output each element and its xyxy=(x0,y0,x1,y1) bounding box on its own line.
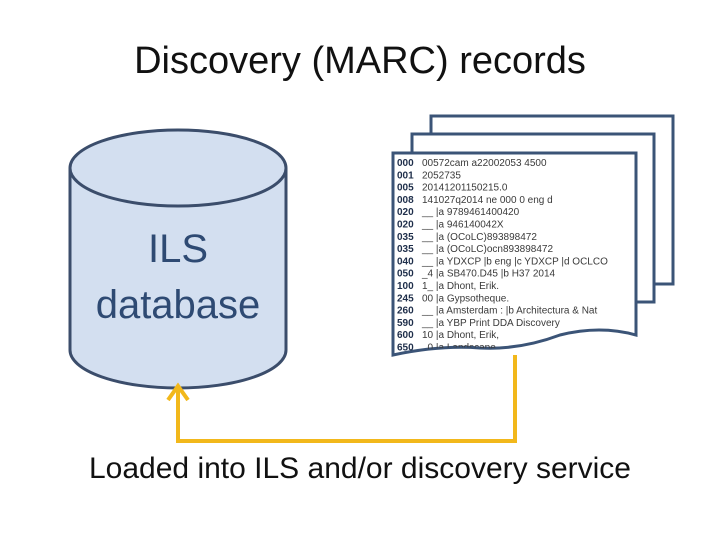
marc-field-tag: 040 xyxy=(397,256,414,267)
marc-field-value: _4 |a SB470.D45 |b H37 2014 xyxy=(421,269,556,280)
marc-field-tag: 590 xyxy=(397,318,414,329)
marc-field-tag: 000 xyxy=(397,158,414,169)
marc-field-value: 10 |a Dhont, Erik, xyxy=(422,330,499,341)
database-label-line1: ILS xyxy=(148,227,208,271)
marc-field-tag: 020 xyxy=(397,220,414,231)
arrow-line xyxy=(176,355,517,443)
marc-field-value: 00572cam a22002053 4500 xyxy=(422,158,547,169)
marc-field-tag: 100 xyxy=(397,281,414,292)
database-label-line2: database xyxy=(96,283,261,327)
marc-field-tag: 035 xyxy=(397,232,414,243)
marc-field-tag: 245 xyxy=(397,293,414,304)
load-arrow xyxy=(166,355,517,443)
marc-field-value: __ |a (OCoLC)893898472 xyxy=(421,232,537,243)
marc-field-value: 1_ |a Dhont, Erik. xyxy=(422,281,499,292)
database-cylinder: ILS database xyxy=(68,128,288,390)
marc-field-value: __ |a 946140042X xyxy=(421,220,504,231)
marc-field-tag: 050 xyxy=(397,269,414,280)
cylinder-top xyxy=(68,128,288,208)
marc-field-value: __ |a YDXCP |b eng |c YDXCP |d OCLCO xyxy=(421,256,608,267)
marc-field-value: 00 |a Gypsotheque. xyxy=(422,293,509,304)
arrow-head xyxy=(166,382,190,402)
marc-field-tag: 600 xyxy=(397,330,414,341)
marc-field-value: 20141201150215.0 xyxy=(422,183,508,194)
marc-field-tag: 260 xyxy=(397,306,414,317)
marc-field-value: __ |a 9789461400420 xyxy=(421,207,520,218)
front-page xyxy=(391,151,638,357)
marc-field-tag: 005 xyxy=(397,183,414,194)
marc-field-tag: 650 xyxy=(397,343,414,354)
marc-field-tag: 001 xyxy=(397,170,414,181)
marc-field-value: __ |a YBP Print DDA Discovery xyxy=(421,318,560,329)
marc-record-stack: 000 00572cam a22002053 4500 001 2052735 005 2… xyxy=(391,114,675,357)
slide-caption: Loaded into ILS and/or discovery service xyxy=(89,452,631,485)
marc-field-value: __ |a (OCoLC)ocn893898472 xyxy=(421,244,553,255)
marc-field-value: 2052735 xyxy=(422,170,461,181)
marc-field-value: 141027q2014 ne 000 0 eng d xyxy=(422,195,553,206)
slide-title: Discovery (MARC) records xyxy=(134,40,586,82)
marc-field-tag: 035 xyxy=(397,244,414,255)
marc-field-tag: 020 xyxy=(397,207,414,218)
marc-field-value: __ |a Amsterdam : |b Architectura & Nat xyxy=(421,306,597,317)
marc-field-tag: 008 xyxy=(397,195,414,206)
